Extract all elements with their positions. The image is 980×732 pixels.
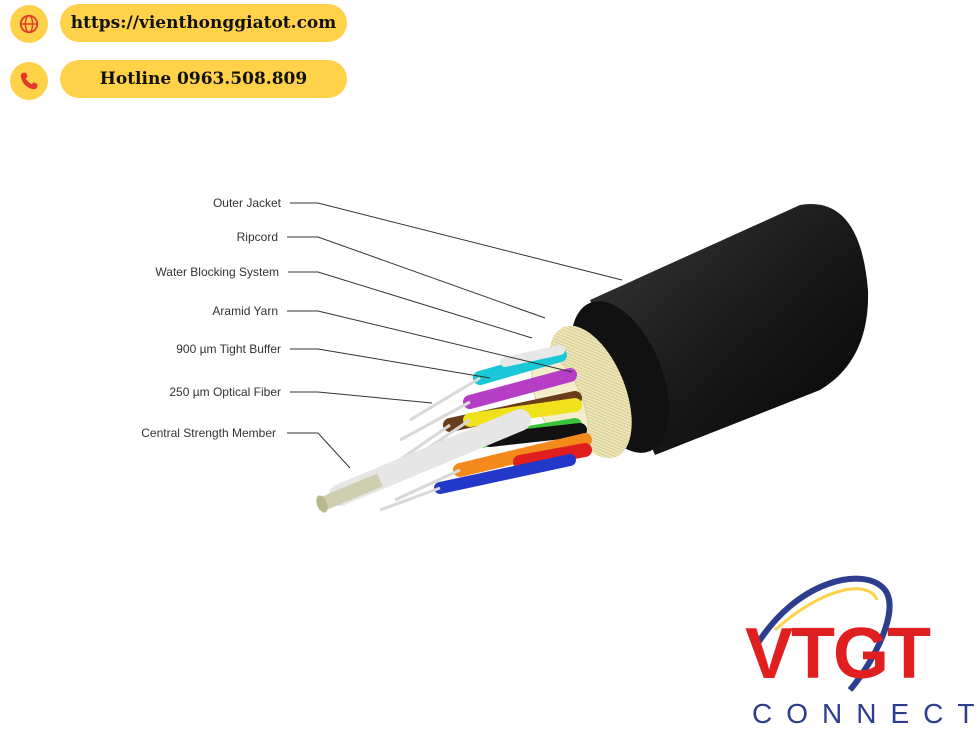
website-link[interactable]: https://vienthonggiatot.com	[60, 4, 347, 42]
hotline-badge	[10, 62, 48, 100]
phone-icon	[20, 72, 38, 90]
label-aramid-yarn: Aramid Yarn	[212, 304, 278, 318]
label-tight-buffer: 900 µm Tight Buffer	[176, 342, 281, 356]
label-ripcord: Ripcord	[237, 230, 278, 244]
vtgt-logo-swoosh	[752, 575, 893, 692]
label-central-strength: Central Strength Member	[141, 426, 276, 440]
hotline-link[interactable]: Hotline 0963.508.809	[60, 60, 347, 98]
website-badge	[10, 5, 48, 43]
label-outer-jacket: Outer Jacket	[213, 196, 282, 210]
globe-icon	[19, 14, 39, 34]
logo-subtitle: CONNECT	[752, 698, 980, 729]
fiber-cable-diagram: Outer Jacket Ripcord Water Blocking Syst…	[141, 196, 869, 513]
central-strength-member	[316, 409, 531, 513]
diagram-labels: Outer Jacket Ripcord Water Blocking Syst…	[141, 196, 623, 469]
logo-brand: VTGT	[745, 614, 931, 694]
label-water-blocking: Water Blocking System	[155, 265, 279, 279]
label-optical-fiber: 250 µm Optical Fiber	[169, 385, 281, 399]
